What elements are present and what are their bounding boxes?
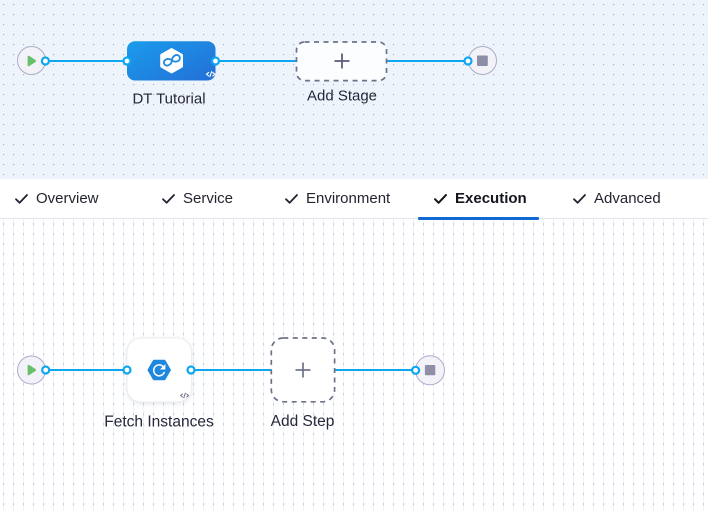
svg-text:Fetch Instances: Fetch Instances	[104, 414, 214, 431]
svg-text:Add Stage: Add Stage	[307, 88, 377, 105]
svg-text:Add Step: Add Step	[271, 413, 335, 430]
svg-text:DT Tutorial: DT Tutorial	[132, 91, 205, 108]
